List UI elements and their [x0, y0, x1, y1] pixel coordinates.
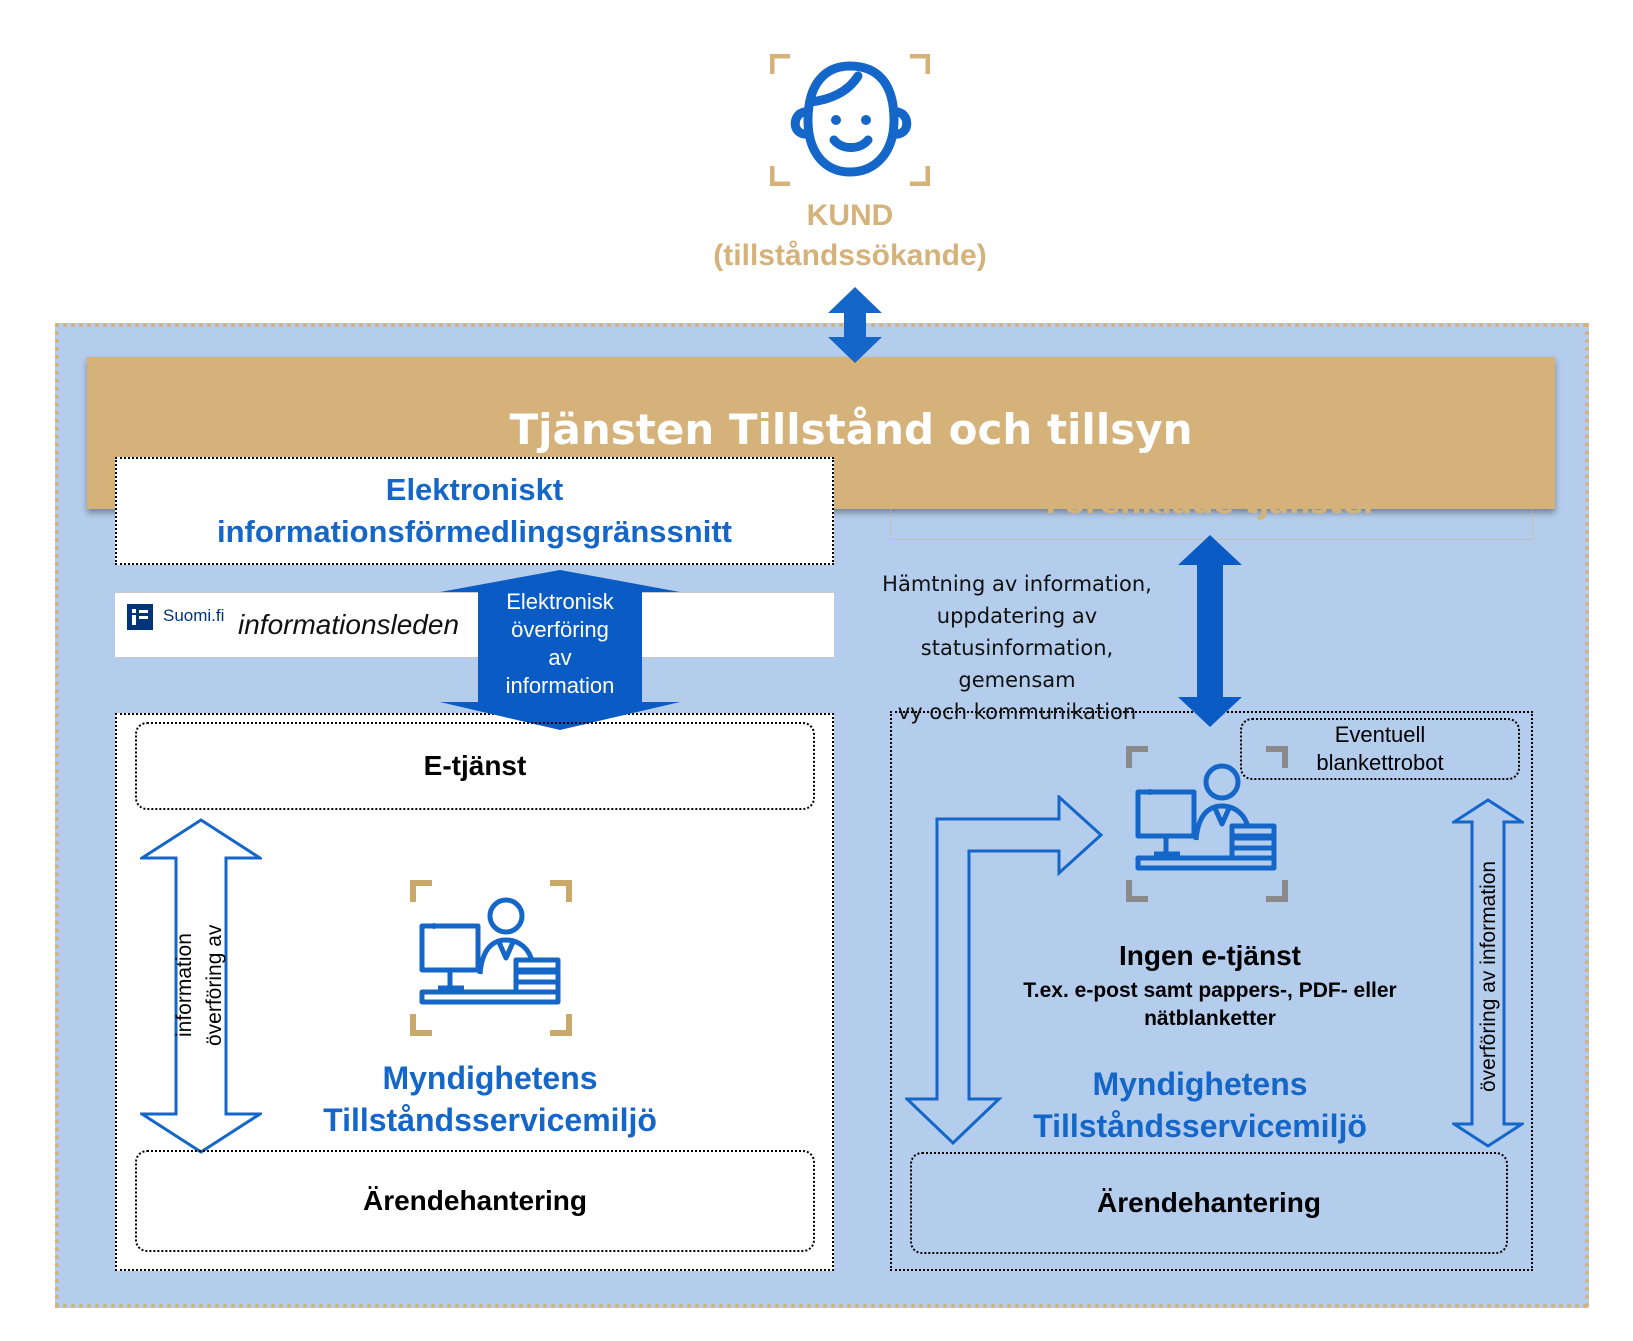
- transfer-line-4: information: [505, 673, 615, 698]
- robot-line-1: Eventuell: [1334, 722, 1426, 747]
- robot-line-2: blankettrobot: [1316, 750, 1444, 775]
- transfer-line-3: av: [548, 645, 572, 670]
- no-eservice-title: Ingen e-tjänst: [1118, 940, 1301, 971]
- right-case-management-box: Ärendehantering: [910, 1152, 1508, 1254]
- right-transfer-hollow-arrow: [1452, 798, 1524, 1148]
- customer-face-icon: [770, 54, 930, 186]
- right-vertical-label: överföring av information: [1477, 860, 1500, 1092]
- left-vertical-label-2: information: [173, 933, 196, 1037]
- suomi-label: informationsleden: [238, 609, 460, 640]
- interface-line-1: Elektroniskt: [385, 472, 564, 507]
- left-title-2: Tillståndsservicemiljö: [323, 1102, 657, 1138]
- left-transfer-hollow-arrow: [140, 818, 262, 1154]
- retrieval-double-arrow: [1178, 535, 1242, 727]
- kund-double-arrow: [828, 287, 882, 363]
- interface-box: Elektroniskt informationsförmedlingsgrän…: [115, 457, 834, 565]
- electronic-transfer-label: Elektronisk överföring av information: [480, 588, 640, 700]
- right-title-2: Tillståndsservicemiljö: [1033, 1108, 1367, 1144]
- example-line-1: T.ex. e-post samt pappers-, PDF- eller: [1023, 979, 1397, 1002]
- right-authority-title: Myndighetens Tillståndsservicemiljö: [990, 1063, 1410, 1147]
- transfer-line-1: Elektronisk: [506, 589, 614, 614]
- retrieval-line-3: statusinformation, gemensam: [920, 636, 1114, 692]
- left-authority-title: Myndighetens Tillståndsservicemiljö: [280, 1057, 700, 1141]
- retrieval-text: Hämtning av information, uppdatering av …: [862, 568, 1172, 728]
- right-title-1: Myndighetens: [1092, 1066, 1308, 1102]
- left-vertical-label-1: överföring av: [203, 924, 226, 1046]
- suomi-bar: [115, 592, 834, 658]
- transfer-line-2: överföring: [511, 617, 609, 642]
- left-title-1: Myndighetens: [382, 1060, 598, 1096]
- no-eservice-examples: T.ex. e-post samt pappers-, PDF- eller n…: [960, 977, 1460, 1033]
- kund-subtitle: (tillståndssökande): [713, 239, 987, 272]
- retrieval-line-4: vy och kommunikation: [897, 700, 1137, 724]
- right-l-hollow-arrow: [905, 795, 1104, 1145]
- left-transfer-label: information överföring av: [170, 910, 230, 1060]
- kund-title: KUND: [806, 199, 894, 232]
- retrieval-line-1: Hämtning av information,: [882, 572, 1152, 596]
- banner-title: Tjänsten Tillstånd och tillsyn: [509, 405, 1193, 454]
- form-robot-box: Eventuell blankettrobot: [1240, 718, 1520, 780]
- official-at-computer-icon: [1126, 746, 1288, 902]
- electronic-transfer-arrow: [440, 570, 680, 730]
- suomi-logo-text: Suomi.fi: [163, 606, 225, 625]
- right-transfer-label: överföring av information: [1474, 836, 1504, 1116]
- interface-line-2: informationsförmedlingsgränssnitt: [217, 514, 732, 549]
- left-case-management-box: Ärendehantering: [135, 1150, 815, 1252]
- official-at-computer-icon: [410, 880, 572, 1036]
- retrieval-line-2: uppdatering av: [936, 604, 1098, 628]
- left-etjanst-box: E-tjänst: [135, 722, 815, 810]
- suomi-logo-icon: [127, 604, 153, 630]
- example-line-2: nätblanketter: [1144, 1007, 1276, 1030]
